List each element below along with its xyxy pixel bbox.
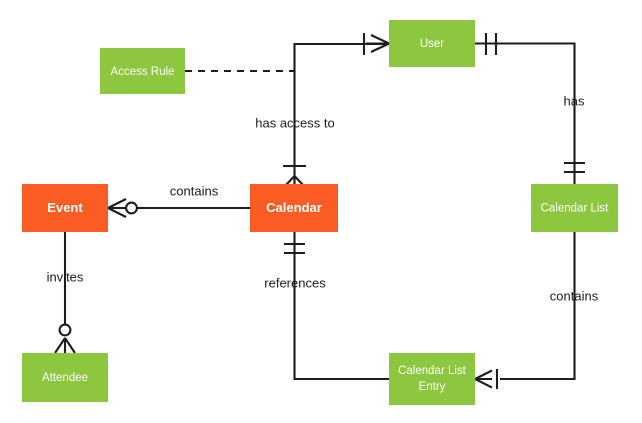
entity-calendar[interactable]: Calendar [250, 184, 338, 232]
entity-calendar-box[interactable] [250, 184, 338, 232]
marker-one-or-many-entry-right [474, 369, 499, 389]
edge-user-has-calendar-list[interactable] [475, 42, 576, 185]
entity-calendar-list[interactable]: Calendar List [531, 184, 618, 232]
marker-zero-or-many-event-right [107, 198, 138, 218]
rel-label-event-contains-calendar: contains [170, 183, 219, 198]
edge-calendar-references-entry[interactable] [293, 232, 390, 381]
cardinality-marker-layer [54, 33, 585, 389]
edge-layer [63, 42, 576, 381]
entity-attendee[interactable]: Attendee [22, 353, 108, 402]
entity-calendar-list-box[interactable] [531, 184, 618, 232]
marker-exactly-one-calendar-list-top [564, 161, 585, 174]
rel-label-calendar-list-contains-entry: contains [550, 288, 599, 303]
marker-exactly-one-user-right [484, 33, 498, 55]
rel-label-calendar-references-entry: references [264, 275, 326, 290]
entity-calendar-list-entry-box[interactable] [389, 353, 475, 405]
entity-user-box[interactable] [389, 20, 475, 67]
marker-exactly-one-calendar-bottom [284, 242, 305, 255]
entity-event-box[interactable] [22, 184, 108, 232]
relationship-label-layer: has access to has contains invites refer… [47, 93, 599, 303]
rel-label-user-has-calendar-list: has [564, 93, 585, 108]
marker-one-or-many-user-left [362, 33, 390, 55]
edge-has-access-to[interactable] [293, 42, 390, 184]
entity-attendee-box[interactable] [22, 353, 108, 402]
rel-label-has-access-to: has access to [255, 115, 335, 130]
edge-calendar-list-contains-entry[interactable] [500, 232, 576, 381]
entity-event[interactable]: Event [22, 184, 108, 232]
rel-label-event-invites-attendee: invites [47, 269, 84, 284]
entity-user[interactable]: User [389, 20, 475, 67]
entity-calendar-list-entry[interactable]: Calendar List Entry [389, 353, 475, 405]
entity-layer: Access Rule User Event Calendar Calendar… [22, 20, 618, 405]
marker-zero-or-many-attendee-top [54, 323, 76, 354]
entity-access-rule-box[interactable] [100, 48, 185, 94]
entity-access-rule[interactable]: Access Rule [100, 48, 185, 94]
